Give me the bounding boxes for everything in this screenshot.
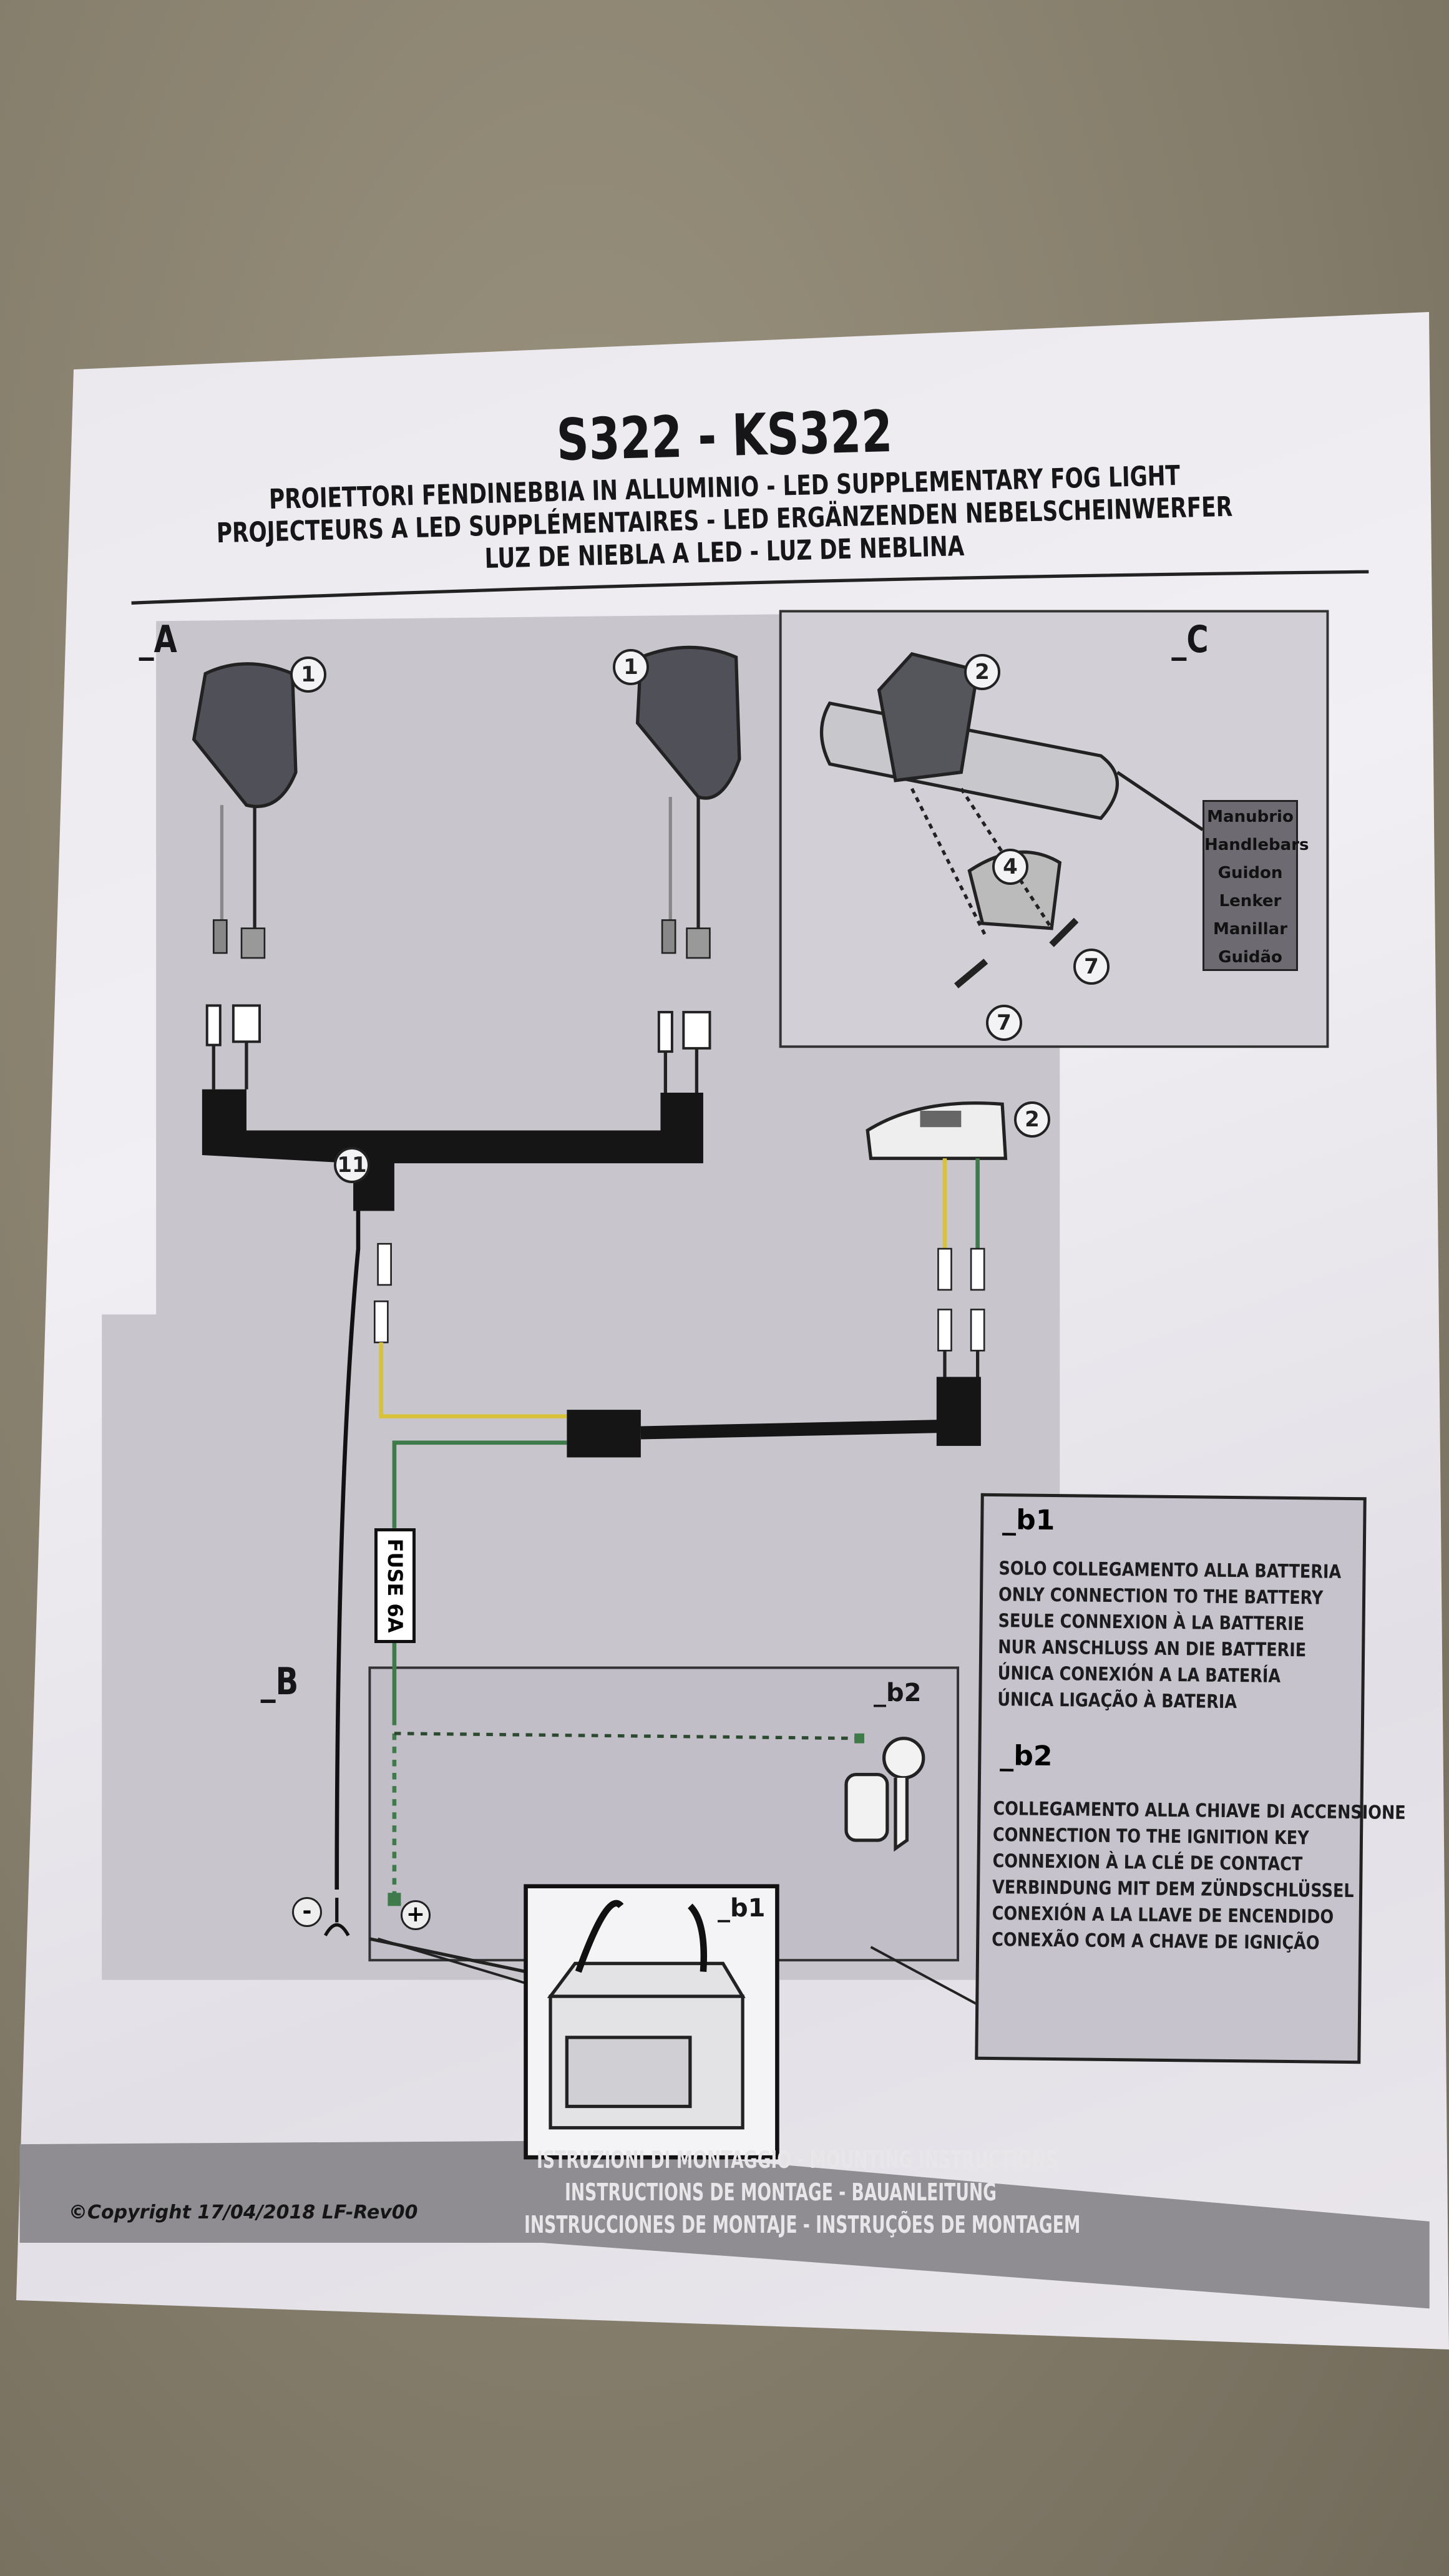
positive-terminal-icon: + [401,1900,431,1930]
clamp-icon [967,850,1062,930]
ground-wire [334,1211,361,1890]
note-line: SOLO COLLEGAMENTO ALLA BATTERIA [998,1558,1342,1583]
fog-lamp-right-icon [635,645,741,959]
note-label-b1: _b1 [1002,1504,1055,1537]
handlebar-label-box: Manubrio Handlebars Guidon Lenker Manill… [1203,800,1309,971]
junction-block [567,1410,641,1458]
part-number-badge: 2 [1014,1101,1050,1138]
footer-line: INSTRUCCIONES DE MONTAJE - INSTRUÇÕES DE… [524,2211,1081,2238]
note-line: SEULE CONNEXION À LA BATTERIE [998,1610,1305,1636]
ground-lug-icon [324,1898,350,1936]
handlebar-label: Handlebars [1204,836,1309,854]
footer-line: ISTRUZIONI DI MONTAGGIO - MOUNTING INSTR… [537,2146,1058,2174]
handlebar-label: Lenker [1219,892,1282,910]
part-number-badge: 2 [964,654,1000,690]
fuse-box: FUSE 6A [374,1528,416,1643]
note-line: CONNEXION À LA CLÉ DE CONTACT [992,1850,1303,1876]
copyright-text: ©Copyright 17/04/2018 LF-Rev00 [69,2202,418,2223]
note-line: CONEXIÓN A LA LLAVE DE ENCENDIDO [992,1903,1334,1928]
part-number-badge: 7 [1073,949,1110,985]
handlebar-label: Manubrio [1207,807,1294,826]
ignition-dotted-wire [394,1732,858,1740]
fuse-label: FUSE 6A [383,1538,407,1633]
part-number-badge: 7 [986,1005,1022,1041]
note-line: VERBINDUNG MIT DEM ZÜNDSCHLÜSSEL [992,1876,1354,1903]
part-number-badge: 1 [613,649,649,685]
handlebar-label: Guidon [1217,864,1283,882]
fog-lamp-left-icon [192,662,298,959]
handlebar-label: Manillar [1212,920,1288,939]
negative-terminal-icon: - [292,1897,322,1927]
note-line: ONLY CONNECTION TO THE BATTERY [998,1584,1324,1609]
section-label-b: _B [260,1660,299,1704]
yellow-wire [379,1342,567,1418]
note-label-b2: _b2 [1000,1740,1053,1773]
battery-icon [547,1900,746,2130]
connection-notes-box: _b1 SOLO COLLEGAMENTO ALLA BATTERIA ONLY… [975,1493,1406,2064]
footer-line: INSTRUCTIONS DE MONTAGE - BAUANLEITUNG [565,2178,997,2206]
handlebar-label: Guidão [1218,948,1282,967]
part-number-badge: 1 [290,656,326,693]
wiring-harness [202,1089,703,1211]
switch-icon [866,1101,1008,1160]
footer-band [19,2140,1430,2309]
note-line: NUR ANSCHLUSS AN DIE BATTERIE [998,1636,1307,1662]
ignition-key-icon [844,1737,925,1852]
section-label-c: _C [1171,618,1209,661]
part-number-badge: 4 [992,849,1028,885]
note-line: CONNECTION TO THE IGNITION KEY [992,1824,1309,1850]
note-line: CONEXÃO COM A CHAVE DE IGNIÇÃO [992,1929,1320,1954]
section-label-b2: _b2 [874,1679,922,1707]
green-wire [392,1440,567,1528]
section-label-b1: _b1 [718,1894,766,1923]
note-line: ÚNICA LIGAÇÃO À BATERIA [997,1689,1237,1714]
part-number-badge: 11 [334,1147,370,1183]
note-line: COLLEGAMENTO ALLA CHIAVE DI ACCENSIONE [993,1798,1406,1824]
section-label-a: _A [139,618,177,661]
note-line: ÚNICA CONEXIÓN A LA BATERÍA [997,1662,1281,1687]
header-rule [131,570,1369,605]
